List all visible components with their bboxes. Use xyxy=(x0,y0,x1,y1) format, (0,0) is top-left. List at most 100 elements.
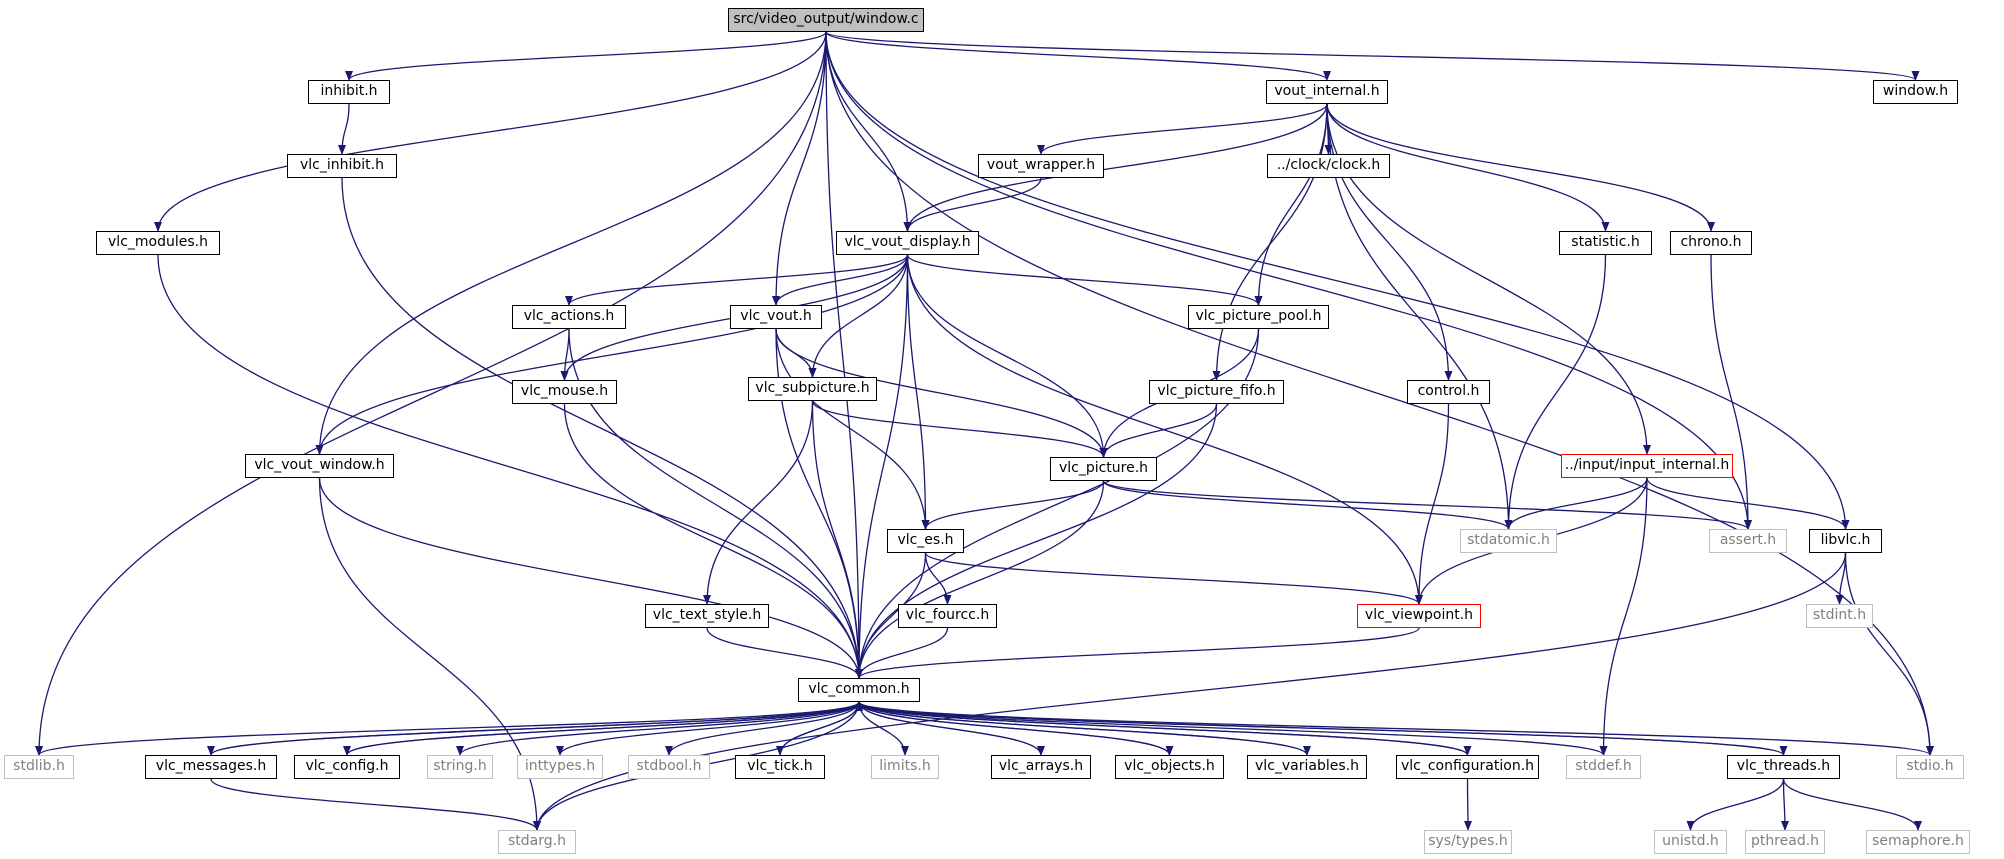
edge-vlc_common_h-to-stdio_h xyxy=(858,701,1934,756)
edge-vlc_subpicture_h-to-vlc_picture_h xyxy=(811,400,1108,458)
node-vlc-configuration-h[interactable]: vlc_configuration.h xyxy=(1396,755,1539,779)
edge-vlc_vout_window_h-to-vlc_common_h xyxy=(318,477,863,679)
node-vlc-common-h[interactable]: vlc_common.h xyxy=(798,678,920,702)
node-stdatomic-h[interactable]: stdatomic.h xyxy=(1460,529,1557,553)
node-vlc-actions-h[interactable]: vlc_actions.h xyxy=(512,305,626,329)
edge-vout_internal_h-to-vlc_picture_fifo_h xyxy=(1212,103,1328,381)
node-stdbool-h[interactable]: stdbool.h xyxy=(628,755,710,779)
edge-vout_internal_h-to-vlc_picture_pool_h xyxy=(1254,103,1328,306)
edge-vlc_messages_h-to-vlc_common_h xyxy=(210,701,863,756)
node-window-h[interactable]: window.h xyxy=(1873,80,1958,104)
node-vlc-arrays-h[interactable]: vlc_arrays.h xyxy=(991,755,1091,779)
edge-vlc_picture_fifo_h-to-vlc_picture_h xyxy=(1099,403,1218,458)
node-stdlib-h[interactable]: stdlib.h xyxy=(4,755,74,779)
edge-root-to-vlc_modules_h xyxy=(154,31,827,232)
edge-vlc_vout_h-to-vlc_picture_h xyxy=(775,328,1108,458)
edge-vlc_threads_h-to-semaphore_h xyxy=(1782,778,1922,831)
edge-vlc_es_h-to-vlc_fourcc_h xyxy=(924,552,952,605)
node-vlc-modules-h[interactable]: vlc_modules.h xyxy=(96,231,220,255)
edge-vlc_vout_display_h-to-vlc_vout_h xyxy=(772,254,909,306)
edge-vlc_messages_h-to-stdarg_h xyxy=(210,778,541,831)
node-vlc-messages-h[interactable]: vlc_messages.h xyxy=(145,755,277,779)
edge-vlc_es_h-to-vlc_common_h xyxy=(855,552,927,679)
edge-vlc_configuration_h-to-vlc_common_h xyxy=(855,701,1469,756)
node-vlc-vout-window-h[interactable]: vlc_vout_window.h xyxy=(245,454,394,478)
node-unistd-h[interactable]: unistd.h xyxy=(1654,830,1727,854)
edge-vlc_es_h-to-vlc_viewpoint_h xyxy=(924,552,1423,605)
node-vlc-objects-h[interactable]: vlc_objects.h xyxy=(1115,755,1224,779)
node-stddef-h[interactable]: stddef.h xyxy=(1566,755,1641,779)
edge-libvlc_h-to-stdio_h xyxy=(1844,552,1934,756)
node-vlc-picture-fifo-h[interactable]: vlc_picture_fifo.h xyxy=(1149,380,1284,404)
edge-vlc_objects_h-to-vlc_common_h xyxy=(855,701,1171,756)
node-clock-h[interactable]: ../clock/clock.h xyxy=(1267,154,1390,178)
node-vlc-es-h[interactable]: vlc_es.h xyxy=(887,529,964,553)
edge-root-to-vlc_vout_h xyxy=(772,31,827,306)
node-vlc-variables-h[interactable]: vlc_variables.h xyxy=(1247,755,1367,779)
edge-root-to-vlc_vout_window_h xyxy=(315,31,827,455)
node-statistic-h[interactable]: statistic.h xyxy=(1559,231,1652,255)
node-stdarg-h[interactable]: stdarg.h xyxy=(498,830,576,854)
node-sys-types-h[interactable]: sys/types.h xyxy=(1424,830,1512,854)
node-libvlc-h[interactable]: libvlc.h xyxy=(1809,529,1882,553)
node-window-c[interactable]: src/video_output/window.c xyxy=(728,8,924,32)
node-vlc-text-style-h[interactable]: vlc_text_style.h xyxy=(645,604,769,628)
node-stdint-h[interactable]: stdint.h xyxy=(1806,604,1873,628)
node-vlc-tick-h[interactable]: vlc_tick.h xyxy=(735,755,825,779)
edge-vlc_text_style_h-to-vlc_common_h xyxy=(706,627,863,679)
edge-input_internal_h-to-stdatomic_h xyxy=(1504,477,1648,530)
edge-libvlc_h-to-stdarg_h xyxy=(533,552,1847,831)
edge-input_internal_h-to-stddef_h xyxy=(1599,477,1648,756)
node-vlc-fourcc-h[interactable]: vlc_fourcc.h xyxy=(898,604,997,628)
node-vlc-inhibit-h[interactable]: vlc_inhibit.h xyxy=(287,154,397,178)
edge-vlc_vout_display_h-to-vlc_actions_h xyxy=(565,254,909,306)
node-chrono-h[interactable]: chrono.h xyxy=(1670,231,1752,255)
edge-control_h-to-vlc_viewpoint_h xyxy=(1415,403,1450,605)
edge-inhibit_h-to-vlc_inhibit_h xyxy=(338,103,350,155)
node-vlc-picture-h[interactable]: vlc_picture.h xyxy=(1050,457,1157,481)
edge-statistic_h-to-stdatomic_h xyxy=(1504,254,1607,530)
edge-root-to-vout_internal_h xyxy=(825,31,1331,81)
node-vlc-vout-display-h[interactable]: vlc_vout_display.h xyxy=(836,231,979,255)
edge-vlc_picture_h-to-assert_h xyxy=(1102,480,1752,530)
edge-vout_internal_h-to-control_h xyxy=(1326,103,1453,381)
node-inhibit-h[interactable]: inhibit.h xyxy=(308,80,390,104)
edge-vout_wrapper_h-to-vlc_vout_display_h xyxy=(903,177,1042,232)
edge-vlc_subpicture_h-to-vlc_text_style_h xyxy=(703,400,814,605)
edge-vout_internal_h-to-statistic_h xyxy=(1326,103,1610,232)
node-stdio-h[interactable]: stdio.h xyxy=(1896,755,1964,779)
edge-vlc_mouse_h-to-vlc_common_h xyxy=(563,403,863,679)
node-semaphore-h[interactable]: semaphore.h xyxy=(1866,830,1970,854)
edge-vout_internal_h-to-chrono_h xyxy=(1326,103,1715,232)
node-pthread-h[interactable]: pthread.h xyxy=(1745,830,1825,854)
node-vlc-mouse-h[interactable]: vlc_mouse.h xyxy=(512,380,617,404)
edge-vlc_threads_h-to-vlc_common_h xyxy=(855,701,1785,756)
edge-vlc_vout_display_h-to-vlc_vout_window_h xyxy=(315,254,909,455)
node-vout-internal-h[interactable]: vout_internal.h xyxy=(1266,80,1388,104)
node-vlc-picture-pool-h[interactable]: vlc_picture_pool.h xyxy=(1188,305,1329,329)
edge-vlc_variables_h-to-vlc_common_h xyxy=(855,701,1308,756)
edge-vlc_common_h-to-stdlib_h xyxy=(35,701,860,756)
edge-vlc_vout_display_h-to-vlc_es_h xyxy=(906,254,930,530)
edge-vlc_vout_display_h-to-vlc_common_h xyxy=(855,254,909,679)
edge-vout_internal_h-to-vout_wrapper_h xyxy=(1037,103,1328,155)
node-vlc-threads-h[interactable]: vlc_threads.h xyxy=(1727,755,1840,779)
node-vlc-subpicture-h[interactable]: vlc_subpicture.h xyxy=(748,377,877,401)
node-input-internal-h[interactable]: ../input/input_internal.h xyxy=(1561,454,1733,478)
node-assert-h[interactable]: assert.h xyxy=(1709,529,1787,553)
node-vlc-config-h[interactable]: vlc_config.h xyxy=(294,755,400,779)
node-inttypes-h[interactable]: inttypes.h xyxy=(517,755,603,779)
node-control-h[interactable]: control.h xyxy=(1407,380,1490,404)
edge-vlc_subpicture_h-to-vlc_common_h xyxy=(811,400,863,679)
edge-root-to-window_h xyxy=(825,31,1920,81)
edge-vlc_configuration_h-to-sys_types_h xyxy=(1463,778,1472,831)
edge-vlc_common_h-to-string_h xyxy=(456,701,860,756)
node-vlc-vout-h[interactable]: vlc_vout.h xyxy=(730,305,822,329)
edge-vout_internal_h-to-stdatomic_h xyxy=(1326,103,1513,530)
node-string-h[interactable]: string.h xyxy=(427,755,493,779)
node-vout-wrapper-h[interactable]: vout_wrapper.h xyxy=(978,154,1104,178)
edge-vlc_picture_h-to-vlc_common_h xyxy=(855,480,1105,679)
node-vlc-viewpoint-h[interactable]: vlc_viewpoint.h xyxy=(1357,604,1481,628)
node-limits-h[interactable]: limits.h xyxy=(871,755,939,779)
